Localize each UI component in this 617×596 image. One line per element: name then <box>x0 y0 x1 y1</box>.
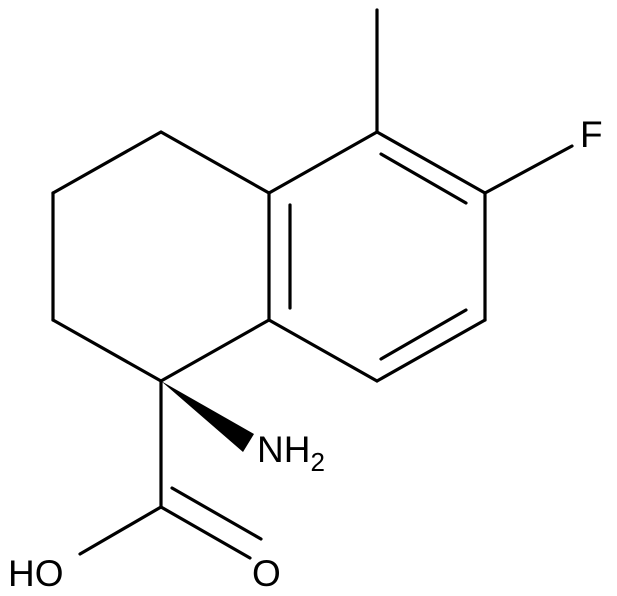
bond-ring-c4a-c5 <box>267 130 379 195</box>
bond-carboxyl-o-double-b <box>170 486 263 541</box>
bond-ring-c7-c8-inner <box>379 308 468 361</box>
bond-carboxyl-oh <box>78 505 163 556</box>
amino-label: NH2 <box>257 429 325 477</box>
carbonyl-oxygen-label: O <box>252 553 281 594</box>
bond-lines <box>51 8 574 560</box>
bond-ring-c5-c6-inner <box>379 152 468 205</box>
bond-c1-c8a <box>159 318 271 383</box>
stereo-wedge-bond <box>161 381 254 452</box>
bond-c6-f <box>483 144 574 195</box>
amino-main-label: NH <box>257 429 310 470</box>
bond-carboxyl-o-double-a <box>159 505 252 560</box>
hydroxyl-label: HO <box>8 553 64 594</box>
bond-c4a-c4 <box>159 130 271 195</box>
amino-subscript-label: 2 <box>310 447 324 477</box>
bond-c4-c3 <box>51 130 163 195</box>
fluorine-label: F <box>580 114 603 155</box>
bond-ring-c7-c8 <box>375 318 487 383</box>
atom-labels: F NH2 HO O <box>8 114 603 594</box>
bond-ring-c8-c8a <box>267 318 379 383</box>
bond-ring-c5-c6 <box>375 130 487 195</box>
bond-c2-c1 <box>51 318 163 383</box>
